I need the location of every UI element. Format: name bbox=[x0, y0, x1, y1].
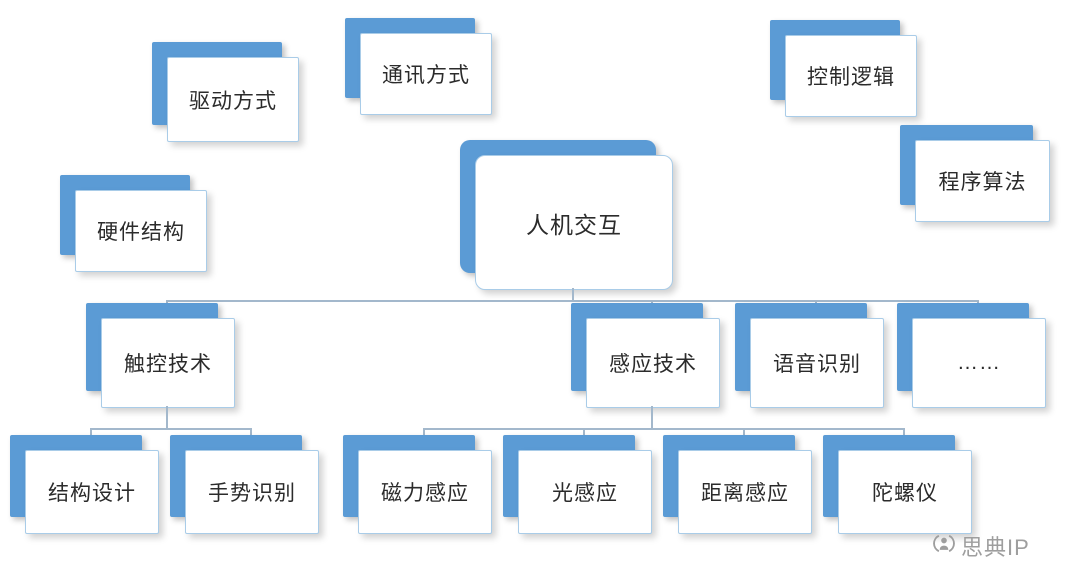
node-gyroscope: 陀螺仪 bbox=[823, 435, 972, 534]
wechat-official-account-icon bbox=[932, 533, 956, 559]
node-label: 陀螺仪 bbox=[872, 482, 938, 505]
card-face: 结构设计 bbox=[25, 450, 159, 534]
node-ellipsis-more: …… bbox=[897, 303, 1046, 408]
node-control-logic: 控制逻辑 bbox=[770, 20, 917, 117]
card-face: 手势识别 bbox=[185, 450, 319, 534]
card-face: 磁力感应 bbox=[358, 450, 492, 534]
node-structure-design: 结构设计 bbox=[10, 435, 159, 534]
node-label: 人机交互 bbox=[526, 211, 622, 238]
node-distance-sensing: 距离感应 bbox=[663, 435, 812, 534]
connector-touch-drop bbox=[166, 406, 168, 428]
card-face: 触控技术 bbox=[101, 318, 235, 408]
card-face: …… bbox=[912, 318, 1046, 408]
node-label: 触控技术 bbox=[124, 353, 212, 376]
card-face: 硬件结构 bbox=[75, 190, 207, 272]
node-label: 感应技术 bbox=[609, 353, 697, 376]
node-magnetic-sensing: 磁力感应 bbox=[343, 435, 492, 534]
node-label: 通讯方式 bbox=[382, 64, 470, 87]
node-gesture-recognition: 手势识别 bbox=[170, 435, 319, 534]
watermark: 思典IP bbox=[932, 530, 1030, 562]
card-face: 光感应 bbox=[518, 450, 652, 534]
watermark-text: 思典IP bbox=[961, 535, 1030, 560]
node-label: 语音识别 bbox=[773, 353, 861, 376]
node-drive-method: 驱动方式 bbox=[152, 42, 299, 142]
connector-touch-horizontal bbox=[90, 428, 252, 430]
connector-level1-horizontal bbox=[166, 300, 979, 302]
node-label: 距离感应 bbox=[701, 482, 789, 505]
node-label: 控制逻辑 bbox=[807, 66, 895, 89]
node-label: 手势识别 bbox=[208, 482, 296, 505]
card-face: 通讯方式 bbox=[360, 33, 492, 115]
node-sensing-technology: 感应技术 bbox=[571, 303, 720, 408]
card-face: 距离感应 bbox=[678, 450, 812, 534]
node-touch-technology: 触控技术 bbox=[86, 303, 235, 408]
card-face: 程序算法 bbox=[915, 140, 1050, 222]
node-label: 光感应 bbox=[552, 482, 618, 505]
node-communication-method: 通讯方式 bbox=[345, 18, 492, 115]
card-face: 驱动方式 bbox=[167, 57, 299, 142]
card-face: 人机交互 bbox=[475, 155, 673, 290]
connector-sensing-drop bbox=[651, 406, 653, 428]
node-label: 磁力感应 bbox=[381, 482, 469, 505]
node-program-algorithm: 程序算法 bbox=[900, 125, 1050, 222]
card-face: 语音识别 bbox=[750, 318, 884, 408]
node-label: 硬件结构 bbox=[97, 221, 185, 244]
connector-root-drop bbox=[572, 288, 574, 301]
connector-sensing-horizontal bbox=[423, 428, 905, 430]
node-label: 结构设计 bbox=[48, 482, 136, 505]
node-speech-recognition: 语音识别 bbox=[735, 303, 884, 408]
node-label: …… bbox=[957, 351, 1001, 374]
card-face: 控制逻辑 bbox=[785, 35, 917, 117]
card-face: 感应技术 bbox=[586, 318, 720, 408]
node-hardware-structure: 硬件结构 bbox=[60, 175, 207, 272]
card-face: 陀螺仪 bbox=[838, 450, 972, 534]
node-label: 程序算法 bbox=[938, 171, 1027, 194]
node-human-computer-interaction: 人机交互 bbox=[460, 140, 673, 290]
node-label: 驱动方式 bbox=[189, 89, 277, 113]
node-light-sensing: 光感应 bbox=[503, 435, 652, 534]
